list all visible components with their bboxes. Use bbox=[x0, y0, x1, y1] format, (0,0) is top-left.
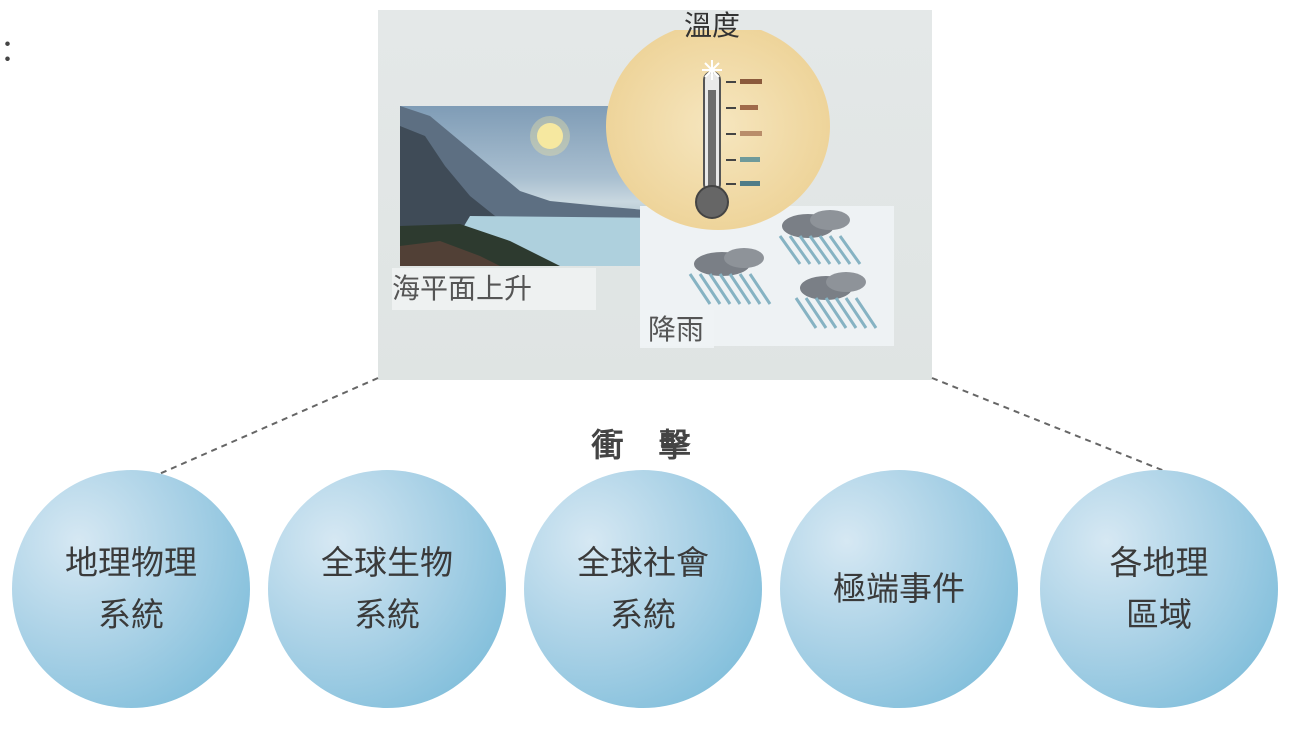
sea-level-caption: 海平面上升 bbox=[392, 268, 597, 310]
impact-circle-biological: 全球生物 系統 bbox=[268, 470, 506, 708]
thermometer-image bbox=[604, 30, 832, 230]
impact-circle-social: 全球社會 系統 bbox=[524, 470, 762, 708]
impact-label-line2: 系統 bbox=[354, 595, 420, 634]
impact-label-line1: 極端事件 bbox=[833, 569, 965, 608]
impact-label-line1: 全球生物 bbox=[321, 543, 453, 582]
impact-label-line2: 系統 bbox=[98, 595, 164, 634]
rainfall-caption: 降雨 bbox=[640, 310, 715, 348]
impact-circle-extreme-events: 極端事件 bbox=[780, 470, 1018, 708]
temperature-caption: 溫度 bbox=[684, 9, 741, 42]
impact-circle-regions: 各地理 區域 bbox=[1040, 470, 1278, 708]
impact-label-line1: 各地理 bbox=[1109, 543, 1209, 582]
impact-label-line2: 區域 bbox=[1126, 595, 1192, 634]
climate-figure-panel: 海平面上升 降雨 bbox=[378, 10, 932, 380]
impact-heading: 衝 擊 bbox=[591, 426, 703, 464]
corner-colon: ： bbox=[0, 34, 30, 69]
impact-circle-geophysical: 地理物理 系統 bbox=[12, 470, 250, 708]
impact-label-line1: 地理物理 bbox=[65, 543, 197, 582]
impact-label-line2: 系統 bbox=[610, 595, 676, 634]
impact-label-line1: 全球社會 bbox=[577, 543, 709, 582]
